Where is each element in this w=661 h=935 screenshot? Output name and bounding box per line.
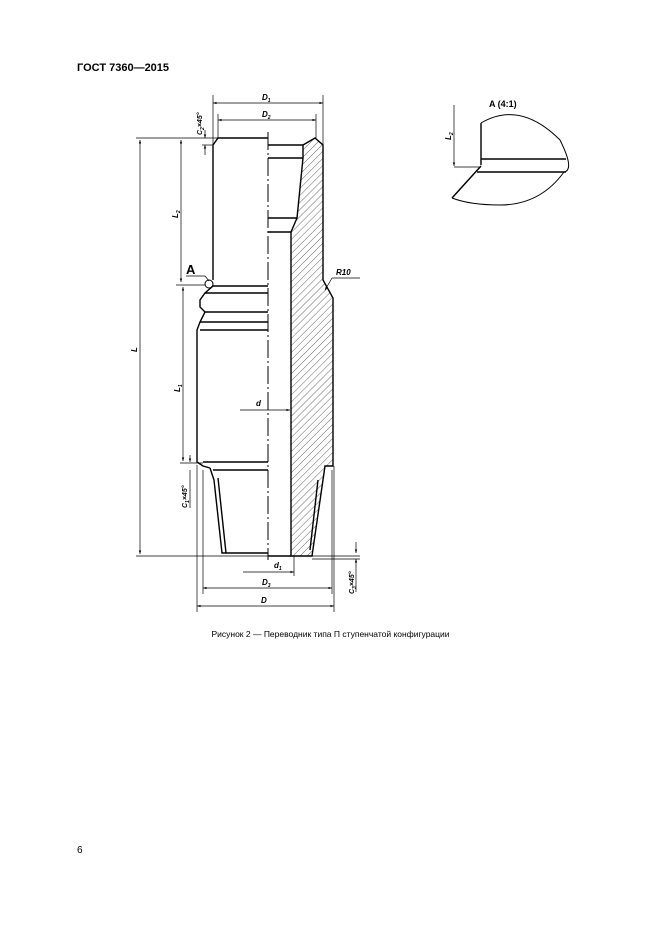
label-C3: C3×45°: [348, 571, 358, 594]
label-D1: D1: [262, 93, 271, 104]
detail-view-A: [451, 105, 570, 206]
label-A: A: [186, 262, 196, 277]
label-C2: C2×45°: [196, 112, 206, 135]
label-L2: L2: [171, 210, 182, 218]
label-d1: d1: [274, 561, 282, 572]
detail-title: A (4:1): [489, 99, 517, 109]
dimension-labels: D1 D2 C2×45° L L2 L1 A R10 d C1×45° d1 D…: [130, 93, 358, 605]
document-header: ГОСТ 7360—2015: [77, 62, 170, 74]
label-L: L: [130, 347, 139, 352]
label-C1: C1×45°: [181, 485, 191, 508]
figure-caption: Рисунок 2 — Переводник типа П ступенчато…: [211, 629, 450, 639]
label-D3: D3: [262, 578, 271, 589]
dimension-lines: [136, 95, 360, 612]
label-R10: R10: [336, 268, 351, 277]
detail-label-L2: L2: [444, 132, 455, 140]
hatched-section: [290, 137, 334, 557]
label-D: D: [261, 596, 267, 605]
label-D2: D2: [262, 110, 271, 121]
label-d: d: [256, 399, 262, 408]
page-number: 6: [77, 845, 83, 856]
label-L1: L1: [173, 384, 184, 392]
